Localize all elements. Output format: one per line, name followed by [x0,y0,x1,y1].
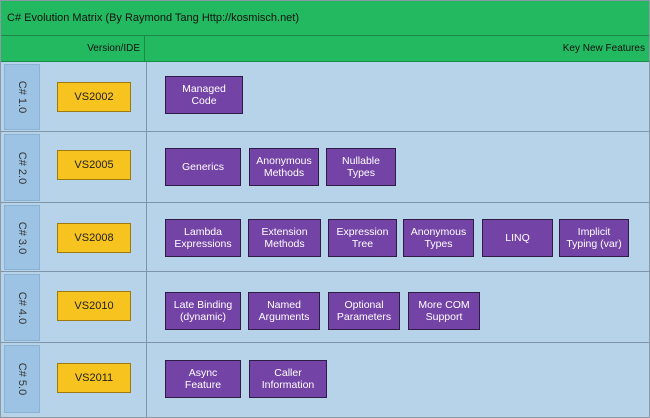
feature-box: Caller Information [249,360,327,398]
feature-box: Nullable Types [326,148,396,186]
csharp-version-text: C# 5.0 [16,362,28,396]
ide-version-box: VS2005 [57,150,131,180]
feature-box: Anonymous Methods [249,148,319,186]
title-bar: C# Evolution Matrix (By Raymond Tang Htt… [1,1,649,36]
key-features-header-label: Key New Features [562,43,645,54]
ide-version-box: VS2002 [57,82,131,112]
csharp-version-label: C# 3.0 [4,205,40,270]
csharp-version-text: C# 1.0 [16,80,28,114]
feature-box: Named Arguments [248,292,320,330]
version-row: C# 5.0 VS2011 Async Feature Caller Infor… [1,343,649,417]
version-cell: C# 1.0 VS2002 [1,62,147,131]
version-row: C# 4.0 VS2010 Late Binding (dynamic) Nam… [1,272,649,343]
version-ide-header: Version/IDE [1,36,145,61]
version-ide-header-label: Version/IDE [87,43,140,54]
version-cell: C# 5.0 VS2011 [1,343,147,417]
feature-box: Anonymous Types [403,219,474,257]
version-row: C# 3.0 VS2008 Lambda Expressions Extensi… [1,203,649,272]
csharp-version-label: C# 4.0 [4,274,40,341]
feature-box: Implicit Typing (var) [559,219,629,257]
ide-version-box: VS2010 [57,291,131,321]
key-features-header: Key New Features [145,36,649,61]
feature-box: Expression Tree [328,219,397,257]
feature-box: Lambda Expressions [165,219,241,257]
csharp-version-text: C# 2.0 [16,151,28,184]
version-cell: C# 2.0 VS2005 [1,132,147,202]
ide-version-box: VS2008 [57,223,131,253]
feature-box: Generics [165,148,241,186]
feature-box: LINQ [482,219,553,257]
feature-box: More COM Support [408,292,480,330]
version-cell: C# 3.0 VS2008 [1,203,147,271]
version-cell: C# 4.0 VS2010 [1,272,147,342]
csharp-version-text: C# 3.0 [16,221,28,254]
feature-box: Late Binding (dynamic) [165,292,241,330]
ide-version-box: VS2011 [57,363,131,393]
feature-box: Extension Methods [248,219,321,257]
csharp-version-label: C# 2.0 [4,134,40,201]
feature-box: Managed Code [165,76,243,114]
csharp-version-text: C# 4.0 [16,291,28,324]
matrix-title: C# Evolution Matrix (By Raymond Tang Htt… [7,12,300,24]
feature-box: Async Feature [165,360,241,398]
version-row: C# 1.0 VS2002 Managed Code [1,62,649,132]
csharp-version-label: C# 5.0 [4,345,40,413]
version-row: C# 2.0 VS2005 Generics Anonymous Methods… [1,132,649,203]
feature-box: Optional Parameters [328,292,400,330]
csharp-version-label: C# 1.0 [4,64,40,130]
header-row: Version/IDE Key New Features [1,36,649,62]
